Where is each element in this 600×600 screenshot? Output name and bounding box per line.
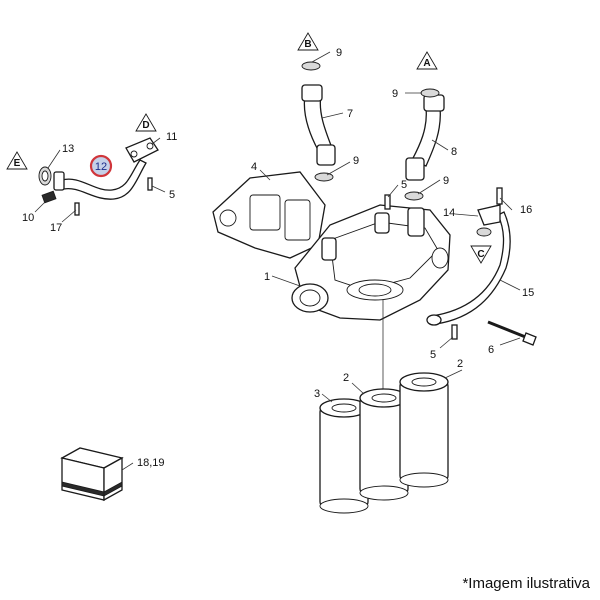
banjo-part-14 xyxy=(477,204,501,226)
callout-5-left: 5 xyxy=(169,189,175,201)
callout-8: 8 xyxy=(451,146,457,158)
callout-6: 6 xyxy=(488,344,494,356)
bolt-part-5-left xyxy=(147,177,153,191)
callout-9-d: 9 xyxy=(443,175,449,187)
gasket-part-4 xyxy=(212,171,326,259)
seal-ring-part-9-c xyxy=(314,172,334,182)
oil-filter-part-2-right xyxy=(399,372,449,488)
marker-triangle-a: A xyxy=(416,51,438,70)
seal-ring-part-9-a xyxy=(420,88,440,98)
kit-box-parts-18-19 xyxy=(60,447,124,502)
bolt-part-6 xyxy=(487,320,537,346)
callout-7: 7 xyxy=(347,108,353,120)
marker-triangle-c: C xyxy=(470,245,492,264)
marker-d-label: D xyxy=(142,120,149,131)
bolt-part-17 xyxy=(74,202,80,216)
callout-12: 12 xyxy=(95,161,107,173)
callout-9-c: 9 xyxy=(353,155,359,167)
oil-pipe-part-12 xyxy=(38,137,159,216)
marker-triangle-e: E xyxy=(6,151,28,170)
filter-housing-part-1 xyxy=(291,204,451,395)
callout-4: 4 xyxy=(251,161,257,173)
callout-16: 16 xyxy=(520,204,532,216)
callout-2-center: 2 xyxy=(343,372,349,384)
callout-11: 11 xyxy=(166,131,177,143)
callout-18-19: 18,19 xyxy=(137,457,165,469)
callout-2-right: 2 xyxy=(457,358,463,370)
tube-part-15 xyxy=(426,187,511,326)
bolt-part-5-bottom xyxy=(451,324,458,340)
bolt-part-5-top xyxy=(384,194,391,210)
marker-b-label: B xyxy=(304,39,311,50)
callout-17: 17 xyxy=(50,222,62,234)
callout-15: 15 xyxy=(522,287,534,299)
callout-numbers: 9 7 9 9 8 9 4 5 1 14 16 15 6 5 11 5 13 1… xyxy=(22,47,534,469)
marker-triangle-b: B xyxy=(297,32,319,51)
illustrative-image-caption: *Imagem ilustrativa xyxy=(462,575,590,592)
highlighted-callout-12[interactable]: 12 xyxy=(89,154,113,178)
callout-14: 14 xyxy=(443,207,455,219)
hose-part-7 xyxy=(301,61,336,182)
hose-part-8 xyxy=(404,88,445,201)
callout-10: 10 xyxy=(22,212,34,224)
marker-triangle-d: D xyxy=(135,113,157,132)
clip-part-10 xyxy=(41,190,57,204)
seal-ring-part-9-b xyxy=(301,61,321,71)
marker-e-label: E xyxy=(14,158,21,169)
marker-c-label: C xyxy=(477,249,484,260)
callout-9-b: 9 xyxy=(336,47,342,59)
leader-lines xyxy=(34,51,521,471)
oil-filter-part-2-center xyxy=(359,388,409,501)
bolt-part-16 xyxy=(496,187,503,205)
oil-filter-part-3 xyxy=(319,398,369,514)
callout-5-top: 5 xyxy=(401,179,407,191)
callout-13: 13 xyxy=(62,143,74,155)
seal-ring-part-9-d xyxy=(404,191,424,201)
callout-5-bottom: 5 xyxy=(430,349,436,361)
marker-a-label: A xyxy=(423,58,430,69)
callout-9-a: 9 xyxy=(392,88,398,100)
callout-3: 3 xyxy=(314,388,320,400)
callout-1: 1 xyxy=(264,271,270,283)
